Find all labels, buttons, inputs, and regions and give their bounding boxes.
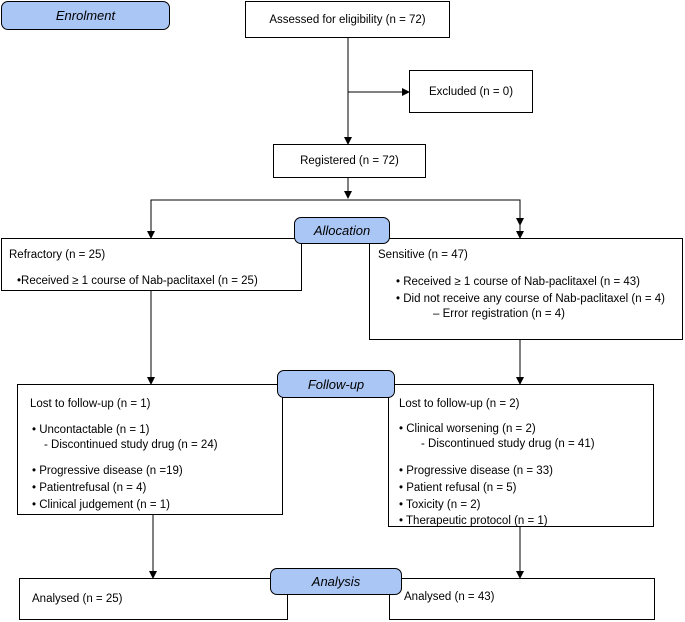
excluded-box: Excluded (n = 0) [409, 70, 533, 113]
followup-right-progressive: • Progressive disease (n = 33) [399, 465, 553, 477]
analysed-left-text: Analysed (n = 25) [32, 593, 123, 605]
eligibility-text: Assessed for eligibility (n = 72) [269, 13, 426, 26]
registered-text: Registered (n = 72) [300, 155, 399, 167]
analysed-right-box: Analysed (n = 43) [389, 578, 655, 620]
followup-left-box: Lost to follow-up (n = 1) • Uncontactabl… [17, 384, 283, 515]
followup-right-discontinued: - Discontinued study drug (n = 41) [421, 438, 595, 450]
bullet: • [17, 275, 22, 287]
followup-right-toxicity: • Toxicity (n = 2) [399, 499, 481, 511]
excluded-text: Excluded (n = 0) [428, 85, 514, 98]
analysed-left-box: Analysed (n = 25) [19, 578, 288, 620]
refractory-box: Refractory (n = 25) •Received ≥ 1 course… [1, 238, 302, 291]
sensitive-not-received: • Did not receive any course of Nab-pacl… [396, 293, 665, 305]
sensitive-title: Sensitive (n = 47) [378, 249, 468, 261]
registered-box: Registered (n = 72) [273, 144, 426, 178]
stage-analysis: Analysis [270, 568, 402, 595]
sensitive-error: – Error registration (n = 4) [433, 308, 565, 320]
stage-enrolment: Enrolment [1, 1, 170, 30]
bullet: • [396, 276, 401, 288]
followup-right-patient-refusal: • Patient refusal (n = 5) [399, 482, 517, 494]
bullet: • [396, 293, 401, 305]
stage-follow-up: Follow-up [277, 370, 395, 398]
sensitive-received: • Received ≥ 1 course of Nab-paclitaxel … [396, 276, 640, 288]
followup-right-therapeutic-protocol: • Therapeutic protocol (n = 1) [399, 515, 548, 527]
followup-left-patient-refusal: • Patientrefusal (n = 4) [32, 482, 147, 494]
followup-right-lost: Lost to follow-up (n = 2) [399, 398, 520, 410]
followup-right-box: Lost to follow-up (n = 2) • Clinical wor… [388, 384, 654, 527]
stage-allocation: Allocation [294, 217, 390, 244]
followup-left-uncontactable: • Uncontactable (n = 1) [32, 424, 150, 436]
refractory-title: Refractory (n = 25) [9, 249, 106, 261]
eligibility-box: Assessed for eligibility (n = 72) [245, 1, 450, 38]
sensitive-box: Sensitive (n = 47) • Received ≥ 1 course… [369, 238, 683, 340]
refractory-received: •Received ≥ 1 course of Nab-paclitaxel (… [17, 275, 258, 287]
followup-left-discontinued: - Discontinued study drug (n = 24) [44, 439, 218, 451]
followup-left-clinical-judgement: • Clinical judgement (n = 1) [32, 499, 170, 511]
followup-right-clinical-worsening: • Clinical worsening (n = 2) [399, 423, 536, 435]
followup-left-lost: Lost to follow-up (n = 1) [30, 398, 151, 410]
followup-left-progressive: • Progressive disease (n =19) [32, 465, 183, 477]
analysed-right-text: Analysed (n = 43) [404, 591, 495, 603]
